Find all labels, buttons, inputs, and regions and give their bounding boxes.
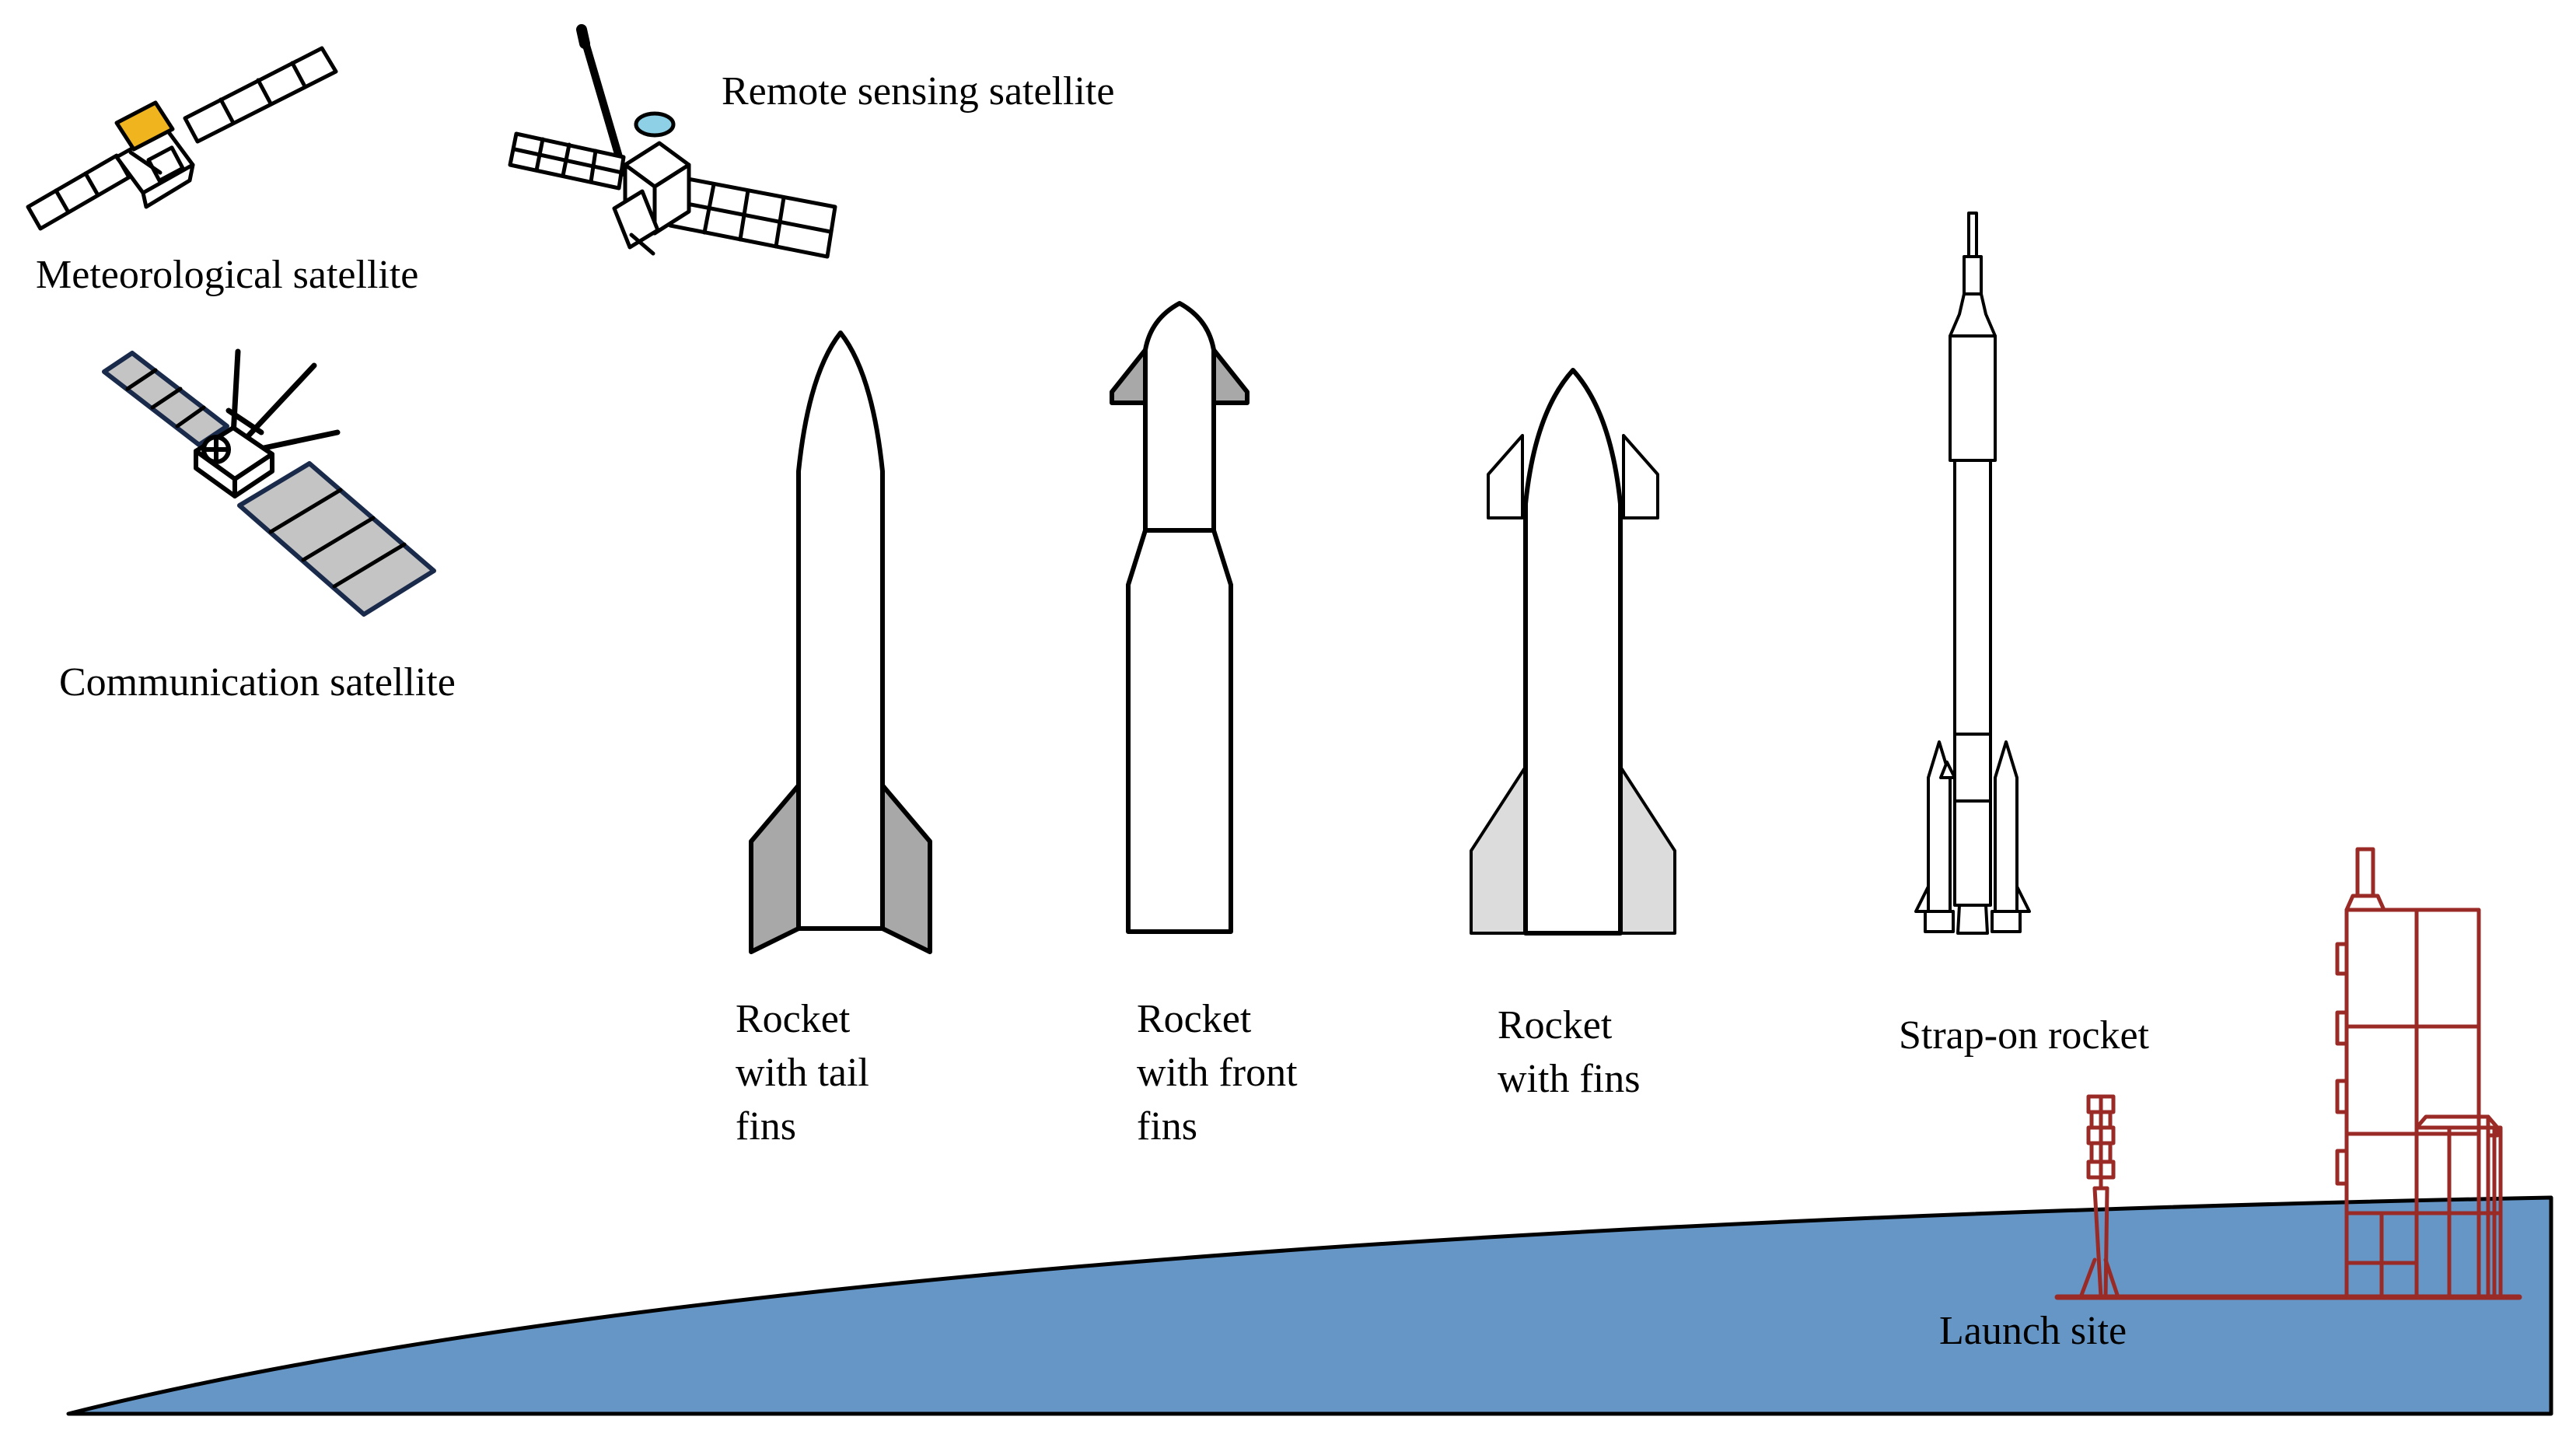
communication-satellite-icon [102, 348, 436, 617]
strap-on-rocket-label: Strap-on rocket [1899, 1013, 2150, 1058]
launch-site-label: Launch site [1939, 1309, 2127, 1353]
rocket-with-tail-fins-icon [749, 331, 932, 954]
strap-on-rocket-icon [1914, 212, 2031, 935]
label-line: Rocket [1498, 1003, 1613, 1048]
ground-surface [66, 1195, 2553, 1416]
remote-sensing-satellite-label: Remote sensing satellite [722, 69, 1115, 114]
rocket-with-fins-icon [1470, 368, 1676, 936]
meteorological-satellite-label: Meteorological satellite [36, 253, 419, 297]
label-line: with fins [1498, 1057, 1641, 1101]
label-line: with front [1137, 1051, 1298, 1095]
rocket-with-tail-fins-label: Rocket with tail fins [736, 992, 869, 1153]
rocket-with-fins-label: Rocket with fins [1498, 999, 1640, 1106]
label-line: fins [736, 1104, 796, 1149]
label-line: with tail [736, 1051, 869, 1095]
label-line: fins [1137, 1104, 1197, 1149]
rocket-with-front-fins-icon [1110, 301, 1250, 934]
remote-sensing-satellite-icon [508, 24, 837, 259]
rocket-with-front-fins-label: Rocket with front fins [1137, 992, 1298, 1153]
meteorological-satellite-icon [26, 46, 338, 231]
communication-satellite-label: Communication satellite [59, 660, 456, 705]
label-line: Rocket [736, 997, 851, 1041]
launch-site-tower-icon [2054, 847, 2522, 1300]
label-line: Rocket [1137, 997, 1252, 1041]
